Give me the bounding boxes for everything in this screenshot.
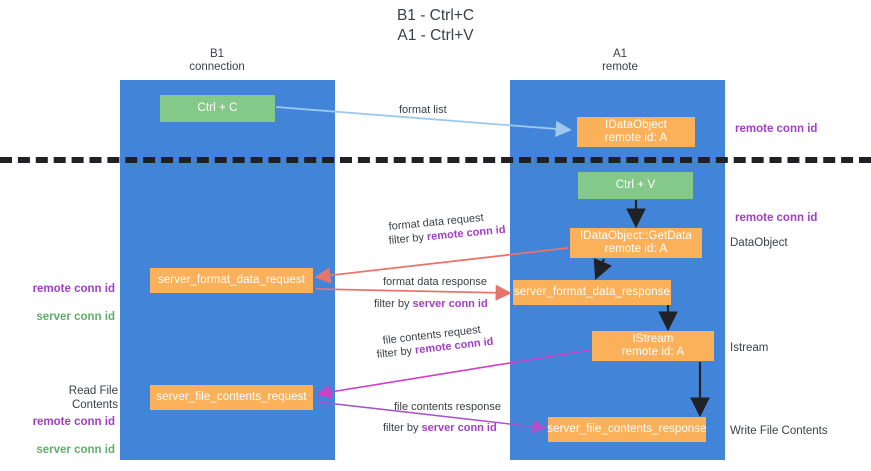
annotation-remote-conn-id: remote conn id xyxy=(32,416,115,428)
node-ctrl-c[interactable]: Ctrl + C xyxy=(160,95,275,122)
page-title: B1 - Ctrl+C A1 - Ctrl+V xyxy=(396,7,475,44)
column-header-b1: B1 connection xyxy=(189,48,245,73)
arrow-format-list xyxy=(275,106,572,137)
node-idataobject-getdata[interactable]: IDataObject::GetData remote id: A xyxy=(570,228,702,258)
node-idataobject[interactable]: IDataObject remote id: A xyxy=(577,117,695,147)
arrow-file-contents-response xyxy=(317,401,547,434)
edge-label-file-contents-response: file contents response xyxy=(394,401,502,413)
arrow-format-data-response xyxy=(315,284,512,301)
annotation-left-conn-ids-top: remote conn id server conn id xyxy=(20,268,115,338)
annotation-server-conn-id: server conn id xyxy=(36,444,115,456)
annotation-dataobject: DataObject xyxy=(730,237,788,249)
annotation-remote-conn-id-mid: remote conn id xyxy=(735,212,818,224)
arrow-format-data-request xyxy=(314,247,569,284)
phase-divider xyxy=(0,157,871,163)
column-header-a1: A1 remote xyxy=(602,48,638,73)
filter-prefix: filter by xyxy=(388,231,428,247)
arrow-getdata-to-format-response xyxy=(593,257,612,281)
filter-prefix: filter by xyxy=(374,298,413,310)
arrow-file-contents-request xyxy=(316,349,591,400)
filter-key-server-conn-id: server conn id xyxy=(412,298,488,310)
annotation-istream: Istream xyxy=(730,342,769,354)
edge-label-format-data-response: format data response xyxy=(383,276,487,288)
annotation-server-conn-id: server conn id xyxy=(36,311,115,323)
annotation-read-file-contents: Read File Contents xyxy=(68,385,118,411)
node-server-file-contents-response[interactable]: server_file_contents_response xyxy=(547,417,707,442)
filter-prefix: filter by xyxy=(383,422,422,434)
node-server-file-contents-request[interactable]: server_file_contents_request xyxy=(150,385,313,410)
edge-label-format-list: format list xyxy=(399,104,447,116)
annotation-write-file-contents: Write File Contents xyxy=(730,425,828,437)
annotation-remote-conn-id-top: remote conn id xyxy=(735,123,818,135)
filter-key-server-conn-id: server conn id xyxy=(421,422,497,434)
node-server-format-data-request[interactable]: server_format_data_request xyxy=(150,268,313,293)
edge-label-format-data-response-filter: filter by server conn id xyxy=(374,297,488,311)
node-istream[interactable]: IStream remote id: A xyxy=(592,331,714,361)
annotation-remote-conn-id: remote conn id xyxy=(32,283,115,295)
edge-label-file-contents-response-filter: filter by server conn id xyxy=(383,421,497,435)
annotation-left-conn-ids-bottom: remote conn id server conn id xyxy=(20,401,115,471)
node-ctrl-v[interactable]: Ctrl + V xyxy=(578,172,693,199)
node-server-format-data-response[interactable]: server_format_data_response xyxy=(513,280,671,305)
